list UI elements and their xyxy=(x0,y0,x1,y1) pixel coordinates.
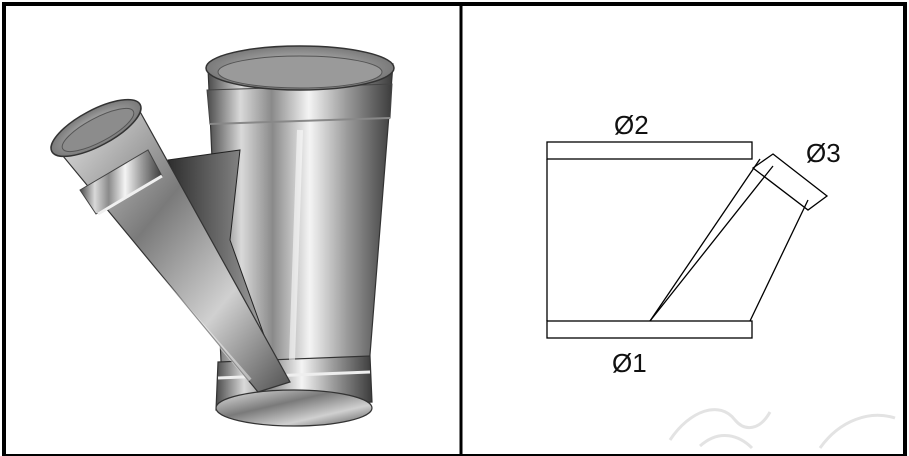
top-band-outline xyxy=(546,141,753,160)
branch-seam xyxy=(97,174,163,216)
bottom-seam xyxy=(217,370,371,380)
highlight-main xyxy=(289,129,303,361)
bottom-rim xyxy=(215,389,373,427)
branch-collar-outline xyxy=(751,153,829,211)
branch-inner-edge-left xyxy=(649,158,761,322)
branch-inner-edge-right xyxy=(649,165,774,322)
highlight-branch xyxy=(108,218,252,382)
label-d3: Ø3 xyxy=(806,138,841,168)
branch-outer-edge xyxy=(749,199,809,322)
label-d2: Ø2 xyxy=(614,110,649,140)
top-opening-inner xyxy=(217,55,383,89)
y-branch-drawing xyxy=(546,141,829,339)
collar-seam xyxy=(209,117,391,125)
pipe-tee-photo-illustration xyxy=(50,45,395,427)
watermark-logo xyxy=(668,408,896,450)
branch-opening-inner xyxy=(61,107,135,153)
bottom-band-outline xyxy=(546,320,753,339)
label-d1: Ø1 xyxy=(612,348,647,378)
